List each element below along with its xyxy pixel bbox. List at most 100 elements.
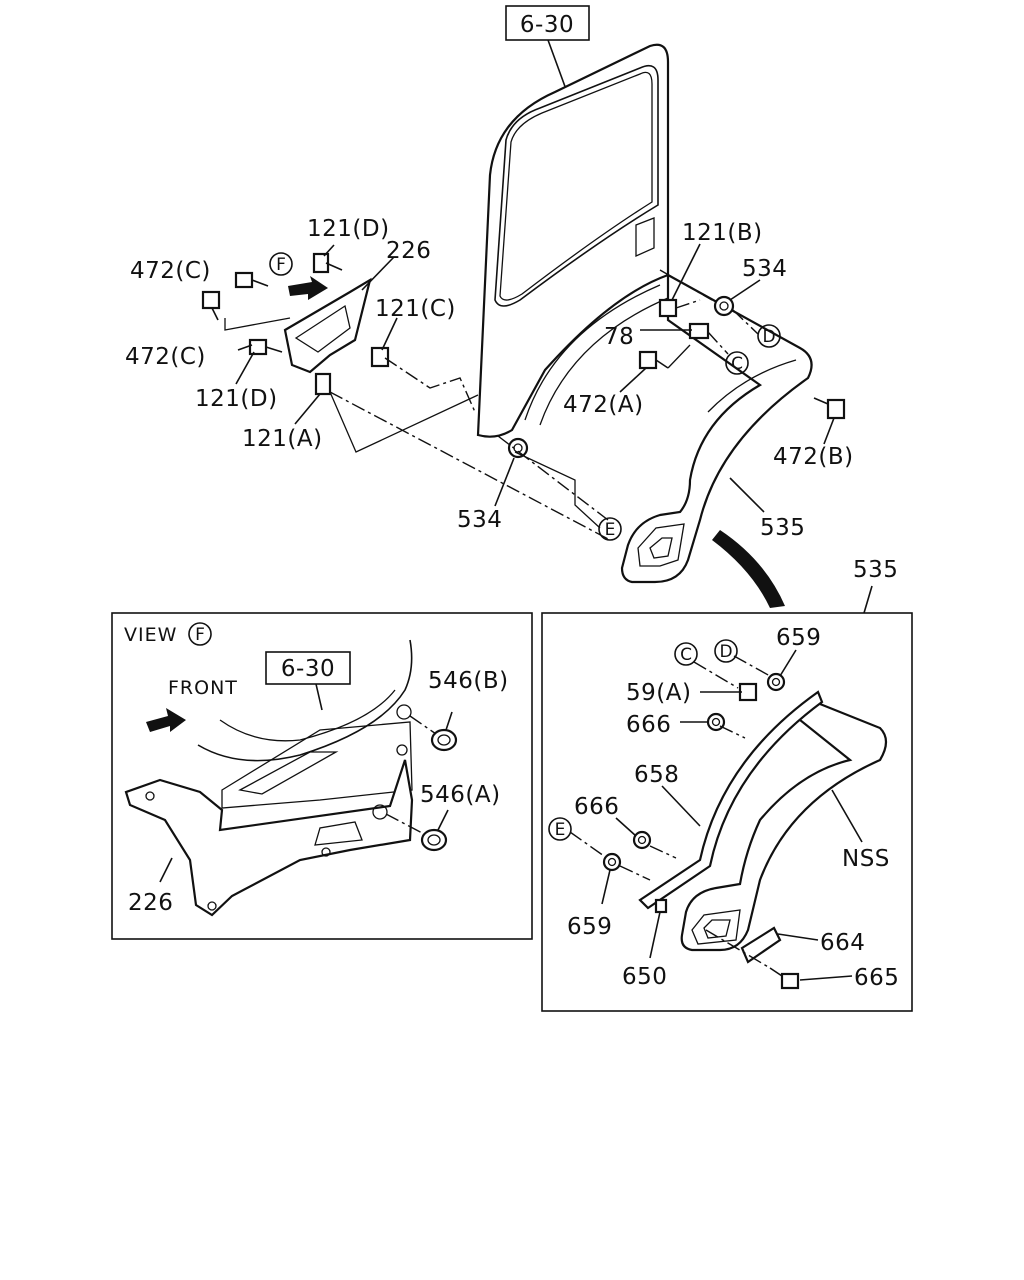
plate-664 <box>740 926 782 964</box>
ref-6-30-label: 6-30 <box>520 12 574 38</box>
svg-text:F: F <box>276 255 286 275</box>
assy-line-c <box>707 331 729 355</box>
door-lower-trim-2 <box>539 297 669 426</box>
detail-marker-d <box>714 639 738 663</box>
detail-marker-c <box>674 642 698 666</box>
assy-line-472a <box>667 344 691 369</box>
detail-535-header-leader <box>863 585 873 614</box>
leader-650 <box>649 911 661 959</box>
label-659-top: 659 <box>776 625 821 651</box>
assy-line-666-mid <box>649 845 677 859</box>
leader-121a <box>294 393 321 425</box>
view-f-door-handle <box>238 751 339 795</box>
leader-659-bottom <box>601 869 611 905</box>
fender-535 <box>620 273 813 584</box>
view-f-door-edge-2 <box>219 689 396 742</box>
view-f-hole-1 <box>145 791 155 801</box>
bolt-472c-top <box>234 271 269 289</box>
front-label: FRONT <box>168 677 238 699</box>
label-121b: 121(B) <box>682 220 763 246</box>
door-window <box>494 64 659 307</box>
nut-534-right <box>713 295 735 317</box>
view-f-title-circle <box>188 622 212 646</box>
leader-121c <box>381 317 398 351</box>
leader-535 <box>729 477 765 513</box>
door-window-inner <box>499 71 653 301</box>
view-f-bracket-226 <box>124 759 414 917</box>
leader-121b <box>671 243 701 301</box>
clip-121a <box>314 372 332 396</box>
assy-line-472c <box>224 317 291 331</box>
top-assembly: 6-30 <box>125 5 854 608</box>
front-arrow <box>146 708 186 732</box>
label-666-mid: 666 <box>574 794 619 820</box>
leader-nss <box>831 789 863 843</box>
clip-650 <box>654 898 668 914</box>
assy-line-d <box>732 309 759 335</box>
leader-666-mid <box>615 817 637 837</box>
assy-line-665 <box>705 929 771 969</box>
label-59a: 59(A) <box>626 680 691 706</box>
assy-line-121b <box>675 299 701 309</box>
view-f-frame <box>111 612 533 940</box>
assy-line-d <box>733 655 771 677</box>
grommet-546a <box>420 828 448 852</box>
svg-text:E: E <box>555 820 566 840</box>
assy-line-534 <box>497 435 609 521</box>
liner-658 <box>638 690 824 910</box>
label-nss: NSS <box>842 846 890 872</box>
assy-line-666-top <box>719 725 746 739</box>
marker-f-top <box>269 252 293 276</box>
assy-line-c <box>693 661 739 689</box>
fender-step-hole <box>649 537 673 559</box>
fender-nss-step-hole <box>703 919 731 939</box>
label-535-top: 535 <box>760 515 805 541</box>
assy-line-121a-2 <box>329 391 479 453</box>
marker-d-top <box>757 324 781 348</box>
ref-box-6-30 <box>505 5 590 41</box>
leader-121d-top <box>323 244 335 257</box>
label-534-right: 534 <box>742 256 787 282</box>
bolt-121d-top <box>312 252 343 274</box>
label-666-top: 666 <box>626 712 671 738</box>
detail-marker-e <box>548 817 572 841</box>
assy-line-121c <box>384 357 476 413</box>
leader-665 <box>799 975 853 981</box>
label-472c-top: 472(C) <box>130 258 211 284</box>
fender-nss-step <box>691 909 741 945</box>
nut-666-top <box>706 712 726 732</box>
label-546a: 546(A) <box>420 782 501 808</box>
clip-59a <box>738 682 758 702</box>
svg-text:F: F <box>195 625 205 645</box>
clip-121c <box>370 346 390 368</box>
label-472b: 472(B) <box>773 444 854 470</box>
view-f-hole-4 <box>396 744 408 756</box>
leader-658 <box>661 785 701 827</box>
bracket-226 <box>283 277 372 374</box>
door-pocket <box>635 217 655 258</box>
leader-534-right <box>729 279 761 301</box>
leader-546b <box>445 711 453 731</box>
label-534-bottom: 534 <box>457 507 502 533</box>
view-f-door-edge <box>197 639 413 762</box>
svg-text:D: D <box>762 327 775 347</box>
bolt-472b <box>813 397 846 420</box>
label-665: 665 <box>854 965 899 991</box>
bolt-665 <box>769 967 800 990</box>
clip-121b <box>658 298 678 318</box>
fender-ridge <box>707 359 797 413</box>
label-650: 650 <box>622 964 667 990</box>
label-472c-left: 472(C) <box>125 344 206 370</box>
detail-535-frame <box>541 612 913 1012</box>
assy-line-534-2 <box>514 451 601 529</box>
view-f-door-lower <box>221 721 413 809</box>
label-121c: 121(C) <box>375 296 456 322</box>
assy-line-534-right <box>659 269 713 301</box>
leader-472a <box>619 367 647 393</box>
view-f-title: VIEW <box>124 624 177 646</box>
label-664: 664 <box>820 930 865 956</box>
clip-78 <box>688 322 710 340</box>
view-f-panel: VIEW F FRONT 6-30 <box>111 612 533 940</box>
